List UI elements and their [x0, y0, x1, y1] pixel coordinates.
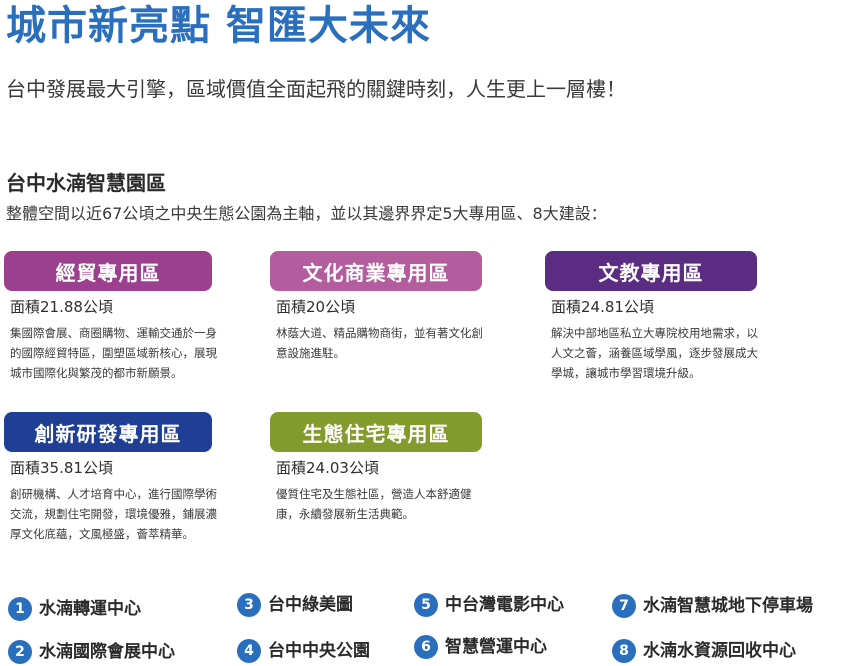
- landmark-item: 2 水湳國際會展中心: [8, 640, 175, 664]
- landmark-item: 8 水湳水資源回收中心: [612, 639, 796, 663]
- number-8-icon: 8: [612, 639, 636, 663]
- zone-badge: 文教專用區: [545, 251, 757, 291]
- landmark-item: 1 水湳轉運中心: [8, 597, 141, 621]
- page-subtitle: 台中發展最大引擎，區域價值全面起飛的關鍵時刻，人生更上一層樓！: [6, 77, 626, 101]
- number-6-icon: 6: [414, 635, 438, 659]
- landmark-item: 4 台中中央公園: [237, 639, 370, 663]
- landmark-label: 水湳轉運中心: [39, 599, 141, 619]
- landmark-label: 中台灣電影中心: [445, 595, 564, 615]
- section-description: 整體空間以近67公頃之中央生態公園為主軸，並以其邊界界定5大專用區、8大建設：: [6, 204, 607, 223]
- zone-area: 面積21.88公頃: [10, 298, 113, 316]
- landmark-label: 台中中央公園: [268, 641, 370, 661]
- section-title: 台中水湳智慧園區: [6, 171, 166, 195]
- landmark-label: 台中綠美圖: [268, 595, 353, 615]
- landmark-label: 水湳國際會展中心: [39, 642, 175, 662]
- zone-card-eco-residential: 生態住宅專用區 面積24.03公頃 優質住宅及生態社區，營造人本舒適健康，永續發…: [270, 412, 520, 524]
- zone-card-trade: 經貿專用區 面積21.88公頃 集國際會展、商圈購物、運輸交通於一身的國際經貿特…: [4, 251, 254, 383]
- zone-description: 集國際會展、商圈購物、運輸交通於一身的國際經貿特區，圍塑區域新核心，展現城市國際…: [10, 326, 217, 380]
- number-2-icon: 2: [8, 640, 32, 664]
- zone-card-education: 文教專用區 面積24.81公頃 解決中部地區私立大專院校用地需求，以人文之薈，涵…: [545, 251, 795, 383]
- landmark-label: 智慧營運中心: [445, 637, 547, 657]
- zone-badge: 生態住宅專用區: [270, 412, 482, 452]
- zone-description: 優質住宅及生態社區，營造人本舒適健康，永續發展新生活典範。: [276, 487, 472, 521]
- landmark-item: 5 中台灣電影中心: [414, 593, 564, 617]
- number-7-icon: 7: [612, 594, 636, 618]
- landmark-label: 水湳水資源回收中心: [643, 641, 796, 661]
- zone-area: 面積35.81公頃: [10, 459, 113, 477]
- zone-badge: 文化商業專用區: [270, 251, 482, 291]
- number-4-icon: 4: [237, 639, 261, 663]
- landmark-item: 6 智慧營運中心: [414, 635, 547, 659]
- zone-area: 面積24.03公頃: [276, 459, 379, 477]
- zone-description: 林蔭大道、精品購物商街，並有著文化創意設施進駐。: [276, 326, 483, 360]
- number-5-icon: 5: [414, 593, 438, 617]
- zone-description: 創研機構、人才培育中心，進行國際學術交流，規劃住宅開發，環境優雅，鋪展濃厚文化底…: [10, 487, 217, 541]
- landmark-label: 水湳智慧城地下停車場: [643, 596, 813, 616]
- zone-badge: 創新研發專用區: [4, 412, 212, 452]
- zone-area: 面積24.81公頃: [551, 298, 654, 316]
- landmark-item: 3 台中綠美圖: [237, 593, 353, 617]
- zone-area: 面積20公頃: [276, 298, 356, 316]
- landmark-item: 7 水湳智慧城地下停車場: [612, 594, 813, 618]
- zone-badge: 經貿專用區: [4, 251, 212, 291]
- number-1-icon: 1: [8, 597, 32, 621]
- page-title: 城市新亮點 智匯大未來: [6, 3, 431, 49]
- number-3-icon: 3: [237, 593, 261, 617]
- zone-card-innovation-rd: 創新研發專用區 面積35.81公頃 創研機構、人才培育中心，進行國際學術交流，規…: [4, 412, 254, 544]
- zone-description: 解決中部地區私立大專院校用地需求，以人文之薈，涵養區域學風，逐步發展成大學城，讓…: [551, 326, 758, 380]
- zone-card-culture-commerce: 文化商業專用區 面積20公頃 林蔭大道、精品購物商街，並有著文化創意設施進駐。: [270, 251, 520, 363]
